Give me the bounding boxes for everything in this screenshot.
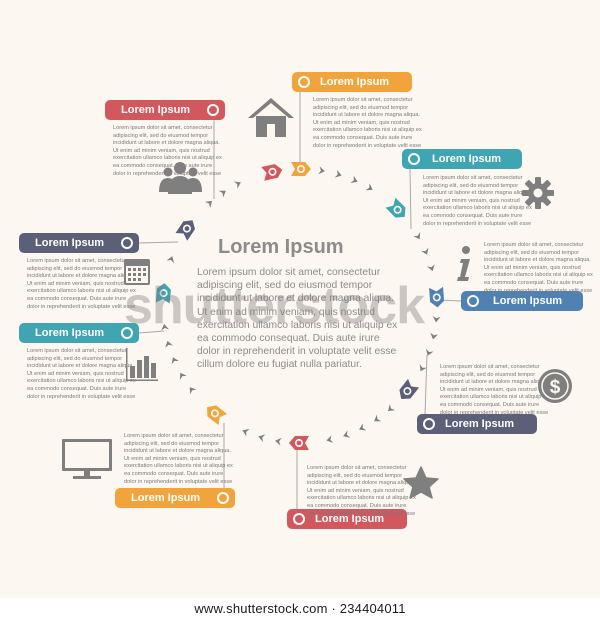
ring-chevron-11 <box>387 404 396 412</box>
step-label-4: Lorem Ipsum <box>287 509 407 529</box>
ring-chevron-20 <box>179 372 187 380</box>
ring-chevron-22 <box>165 340 173 348</box>
step-5-title: Lorem Ipsum <box>131 492 201 504</box>
ring-marker-4 <box>289 436 309 450</box>
connector-3 <box>424 354 428 415</box>
ring-chevron-21 <box>171 357 179 365</box>
icon-layer: $ <box>62 98 572 499</box>
home-icon <box>248 98 294 137</box>
ring-chevron-12 <box>374 414 382 422</box>
step-2-text: Lorem ipsum dolor sit amet, consectetur … <box>484 242 593 294</box>
ring-chevron-4 <box>413 232 421 240</box>
step-0-dot-icon <box>298 76 310 88</box>
svg-text:$: $ <box>550 377 561 398</box>
ring-chevron-26 <box>218 190 226 198</box>
gear-icon <box>522 177 554 209</box>
step-label-0: Lorem Ipsum <box>292 72 412 92</box>
connector-7 <box>138 241 179 244</box>
step-8-dot-icon <box>207 104 219 116</box>
ring-chevron-6 <box>427 264 435 272</box>
footer-bar: www.shutterstock.com · 234404011 <box>0 598 600 620</box>
ring-marker-3 <box>399 378 420 399</box>
step-label-1: Lorem Ipsum <box>402 149 522 169</box>
watermark: shutterstock <box>124 277 425 335</box>
ring-chevron-10 <box>419 364 427 372</box>
step-4-text: Lorem ipsum dolor sit amet, consectetur … <box>307 465 416 517</box>
step-5-text: Lorem ipsum dolor sit amet, consectetur … <box>124 433 233 485</box>
step-1-title: Lorem Ipsum <box>432 153 502 165</box>
ring-marker-8 <box>261 164 283 181</box>
ring-chevron-19 <box>189 387 197 395</box>
calendar-icon <box>124 259 150 285</box>
ring-chevron-17 <box>258 434 266 443</box>
monitor-icon <box>62 439 112 479</box>
ring-chevron-23 <box>161 324 170 331</box>
ring-chevron-2 <box>350 175 358 183</box>
step-label-5: Lorem Ipsum <box>115 488 235 508</box>
cycle-ring <box>138 92 462 509</box>
ring-chevron-3 <box>365 183 373 191</box>
ring-chevron-7 <box>432 316 441 323</box>
step-label-7: Lorem Ipsum <box>19 233 139 253</box>
ring-chevron-13 <box>359 423 367 431</box>
step-3-title: Lorem Ipsum <box>445 418 515 430</box>
step-4-dot-icon <box>293 513 305 525</box>
center-title: Lorem Ipsum <box>218 236 344 258</box>
step-0-text: Lorem ipsum dolor sit amet, consectetur … <box>313 97 422 149</box>
step-1-text: Lorem ipsum dolor sit amet, consectetur … <box>423 175 532 227</box>
ring-chevron-5 <box>421 247 429 255</box>
ring-marker-1 <box>385 197 406 218</box>
step-2-title: Lorem Ipsum <box>493 295 563 307</box>
ring-marker-5 <box>207 405 228 426</box>
step-label-3: Lorem Ipsum <box>417 414 537 434</box>
star-icon <box>403 466 439 499</box>
step-6-title: Lorem Ipsum <box>35 327 105 339</box>
step-label-8: Lorem Ipsum <box>105 100 225 120</box>
step-2-dot-icon <box>467 295 479 307</box>
step-5-dot-icon <box>217 492 229 504</box>
dollar-coin-icon: $ <box>538 369 572 403</box>
step-label-2: Lorem Ipsum <box>461 291 583 311</box>
ring-chevron-8 <box>430 332 439 340</box>
connector-6 <box>138 330 165 334</box>
step-7-dot-icon <box>121 237 133 249</box>
step-7-title: Lorem Ipsum <box>35 237 105 249</box>
step-3-dot-icon <box>423 418 435 430</box>
step-4-title: Lorem Ipsum <box>315 513 385 525</box>
diagram-canvas: Lorem Ipsum Lorem ipsum dolor sit amet, … <box>0 0 600 598</box>
ring-chevron-0 <box>318 166 325 175</box>
step-1-dot-icon <box>408 153 420 165</box>
ring-marker-0 <box>291 162 311 176</box>
ring-chevron-14 <box>343 430 351 438</box>
ring-chevron-1 <box>334 169 342 178</box>
footer-text: www.shutterstock.com · 234404011 <box>194 601 406 616</box>
step-0-title: Lorem Ipsum <box>320 76 390 88</box>
ring-chevron-16 <box>275 437 282 446</box>
ring-marker-7 <box>175 220 195 241</box>
ring-marker-2 <box>429 286 445 308</box>
ring-chevron-24 <box>166 256 175 264</box>
people-icon <box>159 162 202 194</box>
ring-chevron-9 <box>425 348 434 356</box>
ring-chevron-18 <box>242 429 250 437</box>
ring-chevron-27 <box>233 181 241 189</box>
step-8-title: Lorem Ipsum <box>121 104 191 116</box>
center-body-text: Lorem ipsum dolor sit amet, consectetur … <box>197 267 398 371</box>
ring-chevron-25 <box>204 200 213 208</box>
step-6-text: Lorem ipsum dolor sit amet, consectetur … <box>27 348 136 400</box>
ring-marker-6 <box>155 283 171 304</box>
bar-chart-icon <box>126 348 158 381</box>
connector-1 <box>409 168 412 230</box>
info-icon <box>457 246 470 281</box>
step-label-6: Lorem Ipsum <box>19 323 139 343</box>
step-6-dot-icon <box>121 327 133 339</box>
ring-chevron-15 <box>326 435 334 444</box>
